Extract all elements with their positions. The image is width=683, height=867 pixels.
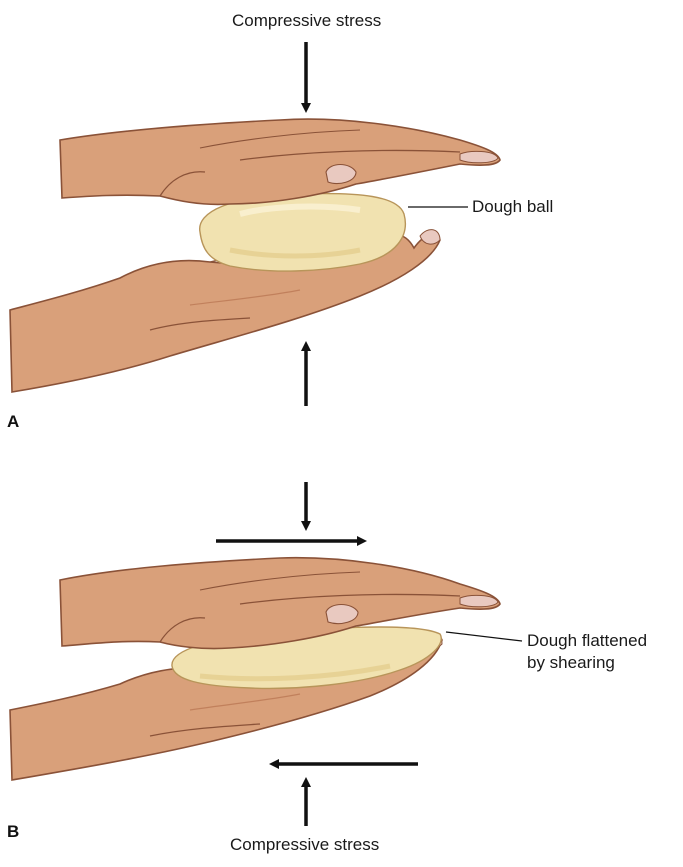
panel-b-bottom-label: Compressive stress [230, 834, 379, 855]
flattened-dough-leader-line [446, 632, 522, 641]
dough-ball-label: Dough ball [472, 196, 553, 217]
panel-a-top-hand [60, 119, 500, 204]
flattened-dough-label-line2: by shearing [527, 652, 615, 673]
panel-b-illustration [10, 482, 522, 826]
panel-a-top-label: Compressive stress [232, 10, 381, 31]
panel-b-letter: B [7, 822, 19, 842]
flattened-dough-label-line1: Dough flattened [527, 630, 647, 651]
panel-a-letter: A [7, 412, 19, 432]
panel-a-illustration [10, 42, 500, 406]
